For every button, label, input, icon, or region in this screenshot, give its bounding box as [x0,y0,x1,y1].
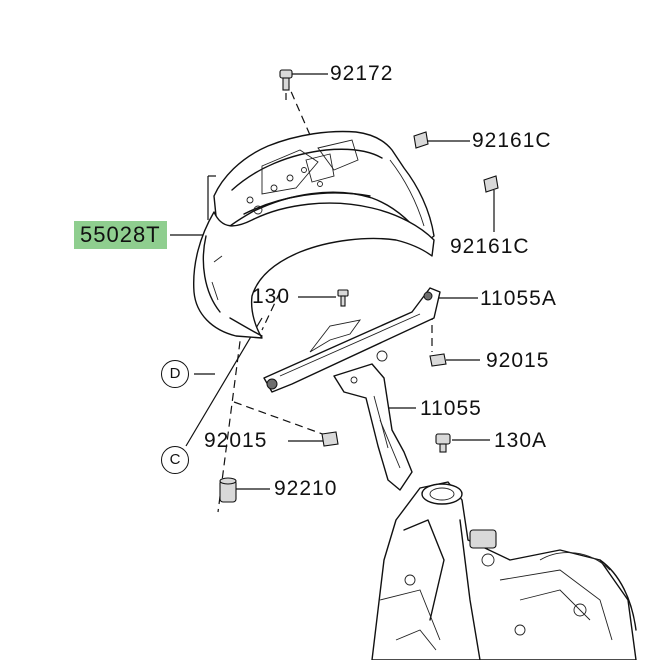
label-130a: 130A [494,429,548,452]
cowl-upper [213,130,435,243]
cowl-lower [192,202,435,339]
nut-92015-left-part [321,431,339,447]
ref-circle-c: C [161,446,189,474]
bolt-92172-part [279,69,293,91]
bracket-11055a-part [263,287,441,393]
bolt-130a-part [435,433,451,453]
bolt-130-part [337,289,349,307]
label-130: 130 [252,285,291,308]
label-11055a: 11055A [480,287,557,310]
ref-circle-d: D [161,360,189,388]
clip-92161c-upper-part [413,131,429,149]
frame-head-pipe [371,481,637,660]
collar-92210-part [219,477,237,503]
label-92161c-lower: 92161C [450,235,530,258]
label-92015-right: 92015 [486,349,550,372]
label-92210: 92210 [274,477,338,500]
label-11055: 11055 [420,397,482,420]
bracket-11055-part [333,363,413,491]
label-92161c-upper: 92161C [472,129,552,152]
label-55028t-highlighted: 55028T [74,221,167,249]
label-92015-left: 92015 [204,429,268,452]
label-92172: 92172 [330,62,394,85]
clip-92161c-lower-part [483,175,499,193]
nut-92015-right-part [429,353,447,367]
